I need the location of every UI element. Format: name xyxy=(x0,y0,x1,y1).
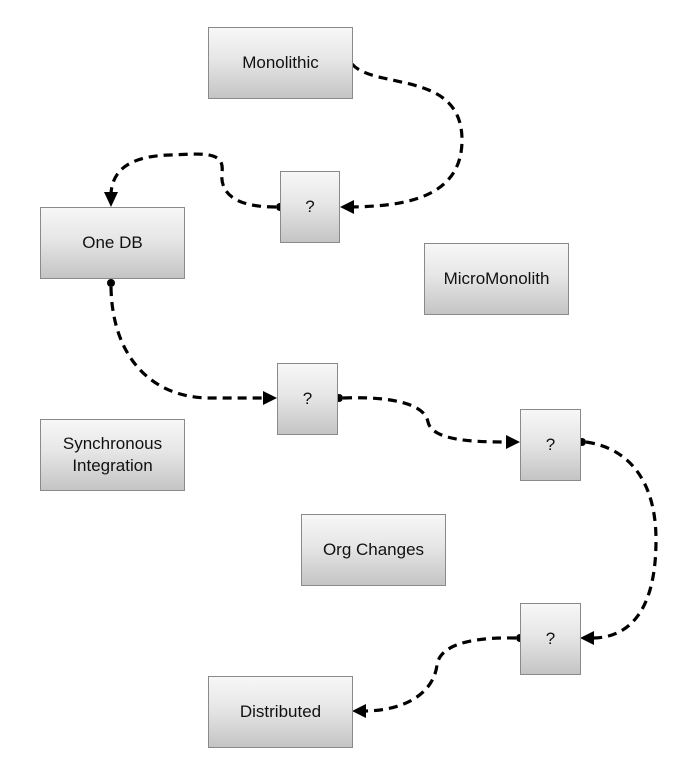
node-unknown-3-label: ? xyxy=(545,435,556,454)
edge-one-db-to-unknown-2 xyxy=(107,279,277,405)
node-monolithic: Monolithic xyxy=(208,27,353,99)
node-org-changes: Org Changes xyxy=(301,514,446,586)
node-micromonolith: MicroMonolith xyxy=(424,243,569,315)
node-unknown-1-label: ? xyxy=(305,197,315,216)
node-sync-integration: Synchronous Integration xyxy=(40,419,185,491)
node-monolithic-label: Monolithic xyxy=(242,53,319,72)
node-org-changes-label: Org Changes xyxy=(322,540,425,559)
node-one-db-label: One DB xyxy=(82,233,143,252)
node-unknown-2-label: ? xyxy=(302,389,313,408)
edge-unknown-1-to-one-db xyxy=(104,152,284,211)
node-distributed: Distributed xyxy=(208,676,353,748)
node-unknown-3: ? xyxy=(520,409,581,481)
node-micromonolith-label: MicroMonolith xyxy=(443,269,550,288)
node-one-db: One DB xyxy=(40,207,185,279)
edge-unknown-4-to-distributed xyxy=(352,634,524,718)
node-sync-integration-label: Synchronous Integration xyxy=(62,434,163,475)
node-distributed-label: Distributed xyxy=(239,702,322,721)
node-unknown-1: ? xyxy=(280,171,340,243)
node-unknown-4-label: ? xyxy=(545,629,556,648)
node-unknown-2: ? xyxy=(277,363,338,435)
edge-monolithic-to-unknown-1 xyxy=(340,62,464,214)
edge-unknown-3-to-unknown-4 xyxy=(578,438,658,645)
node-unknown-4: ? xyxy=(520,603,581,675)
edge-unknown-2-to-unknown-3 xyxy=(335,394,520,449)
